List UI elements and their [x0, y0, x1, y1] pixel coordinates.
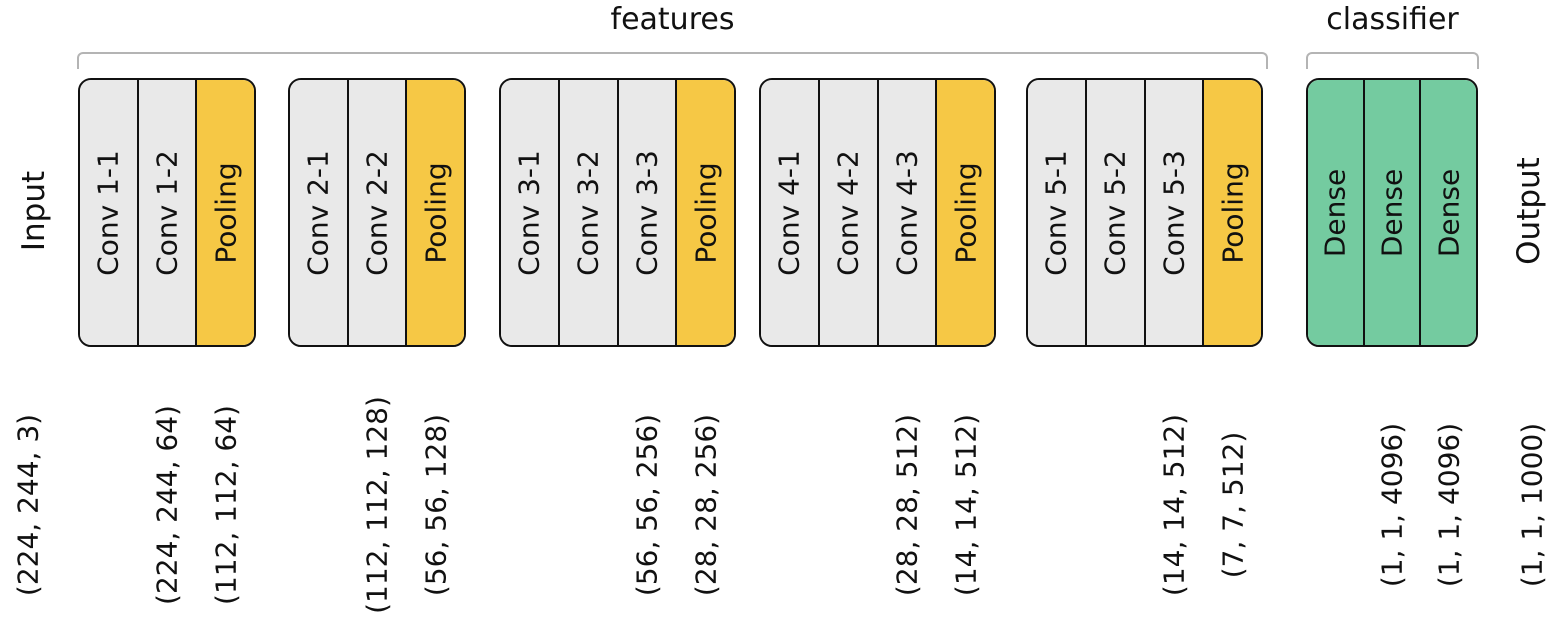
- conv-block-3-layer-conv-3-1: Conv 3-1: [501, 80, 558, 345]
- conv-block-4-layer-conv-4-3: Conv 4-3: [876, 80, 936, 345]
- classifier-block-layer-dense: Dense: [1308, 80, 1363, 345]
- shape-annotation: (56, 56, 128): [419, 413, 453, 597]
- classifier-bracket: [1306, 52, 1479, 69]
- classifier-group-label: classifier: [1326, 2, 1459, 37]
- layer-label: Conv 3-3: [630, 149, 664, 276]
- conv-block-5-layer-conv-5-3: Conv 5-3: [1143, 80, 1203, 345]
- conv-block-2-layer-conv-2-2: Conv 2-2: [346, 80, 406, 345]
- conv-block-5-layer-conv-5-2: Conv 5-2: [1084, 80, 1144, 345]
- shape-annotation: (224, 244, 64): [150, 405, 184, 605]
- layer-label: Conv 4-3: [890, 149, 924, 276]
- layer-label: Conv 5-1: [1039, 149, 1073, 276]
- conv-block-1-layer-pooling: Pooling: [195, 80, 254, 345]
- layer-label: Conv 2-2: [360, 149, 394, 276]
- shape-annotation: (7, 7, 512): [1216, 431, 1250, 579]
- output-shape-annotation: (1, 1, 1000): [1515, 422, 1549, 588]
- conv-block-1: Conv 1-1 Conv 1-2 Pooling: [78, 78, 256, 347]
- conv-block-5-layer-pooling: Pooling: [1202, 80, 1261, 345]
- shape-annotation: (14, 14, 512): [949, 413, 983, 597]
- layer-label: Pooling: [1216, 161, 1250, 264]
- layer-label: Pooling: [689, 161, 723, 264]
- classifier-block: Dense Dense Dense: [1306, 78, 1478, 347]
- shape-annotation: (1, 1, 4096): [1432, 422, 1466, 588]
- conv-block-2-layer-conv-2-1: Conv 2-1: [290, 80, 347, 345]
- shape-annotation: (1, 1, 4096): [1375, 422, 1409, 588]
- shape-annotation: (112, 112, 128): [360, 396, 394, 614]
- layer-label: Conv 3-2: [571, 149, 605, 276]
- conv-block-5: Conv 5-1 Conv 5-2 Conv 5-3 Pooling: [1026, 78, 1263, 347]
- layer-label: Pooling: [209, 161, 243, 264]
- conv-block-2: Conv 2-1 Conv 2-2 Pooling: [288, 78, 466, 347]
- features-bracket: [77, 52, 1268, 69]
- layer-label: Conv 5-2: [1098, 149, 1132, 276]
- conv-block-1-layer-conv-1-2: Conv 1-2: [136, 80, 196, 345]
- output-label: Output: [1511, 157, 1547, 265]
- shape-annotation: (28, 28, 256): [689, 413, 723, 597]
- layer-label: Conv 1-2: [150, 149, 184, 276]
- conv-block-4-layer-conv-4-2: Conv 4-2: [817, 80, 877, 345]
- shape-annotation: (112, 112, 64): [209, 405, 243, 605]
- layer-label: Pooling: [419, 161, 453, 264]
- layer-label: Dense: [1432, 168, 1466, 257]
- layer-label: Dense: [1375, 168, 1409, 257]
- shape-annotation: (14, 14, 512): [1157, 413, 1191, 597]
- layer-label: Conv 4-1: [772, 149, 806, 276]
- features-group-label: features: [610, 2, 735, 37]
- conv-block-5-layer-conv-5-1: Conv 5-1: [1028, 80, 1085, 345]
- classifier-block-layer-dense: Dense: [1419, 80, 1476, 345]
- conv-block-4-layer-conv-4-1: Conv 4-1: [761, 80, 818, 345]
- classifier-block-layer-dense: Dense: [1362, 80, 1420, 345]
- layer-label: Conv 2-1: [301, 149, 335, 276]
- layer-label: Conv 4-2: [831, 149, 865, 276]
- shape-annotation: (28, 28, 512): [890, 413, 924, 597]
- conv-block-4: Conv 4-1 Conv 4-2 Conv 4-3 Pooling: [759, 78, 996, 347]
- conv-block-1-layer-conv-1-1: Conv 1-1: [80, 80, 137, 345]
- input-label: Input: [16, 170, 52, 252]
- conv-block-2-layer-pooling: Pooling: [405, 80, 464, 345]
- layer-label: Conv 5-3: [1157, 149, 1191, 276]
- layer-label: Pooling: [949, 161, 983, 264]
- input-shape-annotation: (224, 244, 3): [11, 413, 45, 597]
- conv-block-3-layer-conv-3-2: Conv 3-2: [557, 80, 617, 345]
- conv-block-3-layer-pooling: Pooling: [675, 80, 734, 345]
- conv-block-3-layer-conv-3-3: Conv 3-3: [616, 80, 676, 345]
- conv-block-3: Conv 3-1 Conv 3-2 Conv 3-3 Pooling: [499, 78, 736, 347]
- layer-label: Dense: [1318, 168, 1352, 257]
- layer-label: Conv 3-1: [512, 149, 546, 276]
- conv-block-4-layer-pooling: Pooling: [935, 80, 994, 345]
- layer-label: Conv 1-1: [91, 149, 125, 276]
- shape-annotation: (56, 56, 256): [630, 413, 664, 597]
